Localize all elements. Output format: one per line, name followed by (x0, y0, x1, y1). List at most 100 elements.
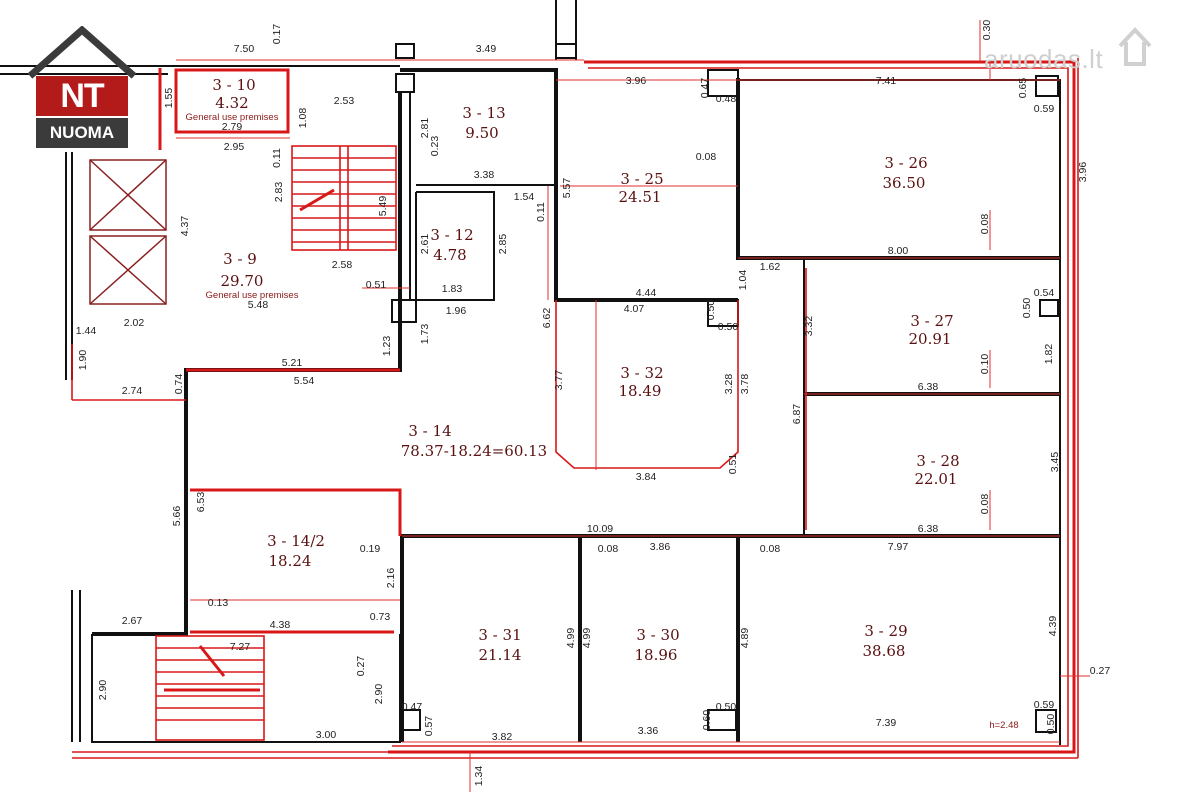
dimension-label: 3.36 (638, 725, 659, 737)
room-area: 18.49 (619, 382, 662, 400)
room-area: 38.68 (863, 642, 906, 660)
staircase-lower (155, 635, 265, 741)
room-area: 36.50 (883, 174, 926, 192)
nt-nuoma-logo: NT NUOMA (26, 26, 138, 150)
room-id: 3 - 29 (864, 622, 907, 640)
dimension-label: 4.99 (565, 628, 577, 649)
dimension-label: 6.38 (918, 381, 939, 393)
dimension-label: 1.90 (77, 350, 89, 371)
dimension-label: 4.38 (270, 619, 291, 631)
dimension-label: 2.90 (97, 680, 109, 701)
dimension-label: 1.23 (381, 336, 393, 357)
dimension-label: 0.50 (705, 300, 717, 321)
room-area: 22.01 (915, 470, 958, 488)
dimension-label: 2.16 (385, 568, 397, 589)
dimension-label: 2.02 (124, 317, 145, 329)
dimension-label: 1.73 (419, 324, 431, 345)
dimension-labels: 7.50 0.17 3.49 0.30 1.55 2.79 2.95 2.53 … (76, 20, 1111, 787)
dimension-label: 7.39 (876, 717, 897, 729)
height-note: h=2.48 (989, 720, 1018, 731)
watermark-house-icon (1118, 27, 1152, 66)
dimension-label: 3.84 (636, 471, 657, 483)
dimension-label: 0.60 (701, 710, 713, 731)
dimension-label: 3.96 (626, 75, 647, 87)
dimension-label: 0.74 (173, 374, 185, 395)
room-id: 3 - 10 (212, 76, 255, 94)
dimension-label: 2.58 (332, 259, 353, 271)
dimension-label: 0.59 (1034, 103, 1055, 115)
dimension-label: 2.67 (122, 615, 143, 627)
dimension-label: 3.00 (316, 729, 337, 741)
room-id: 3 - 14/2 (267, 532, 325, 550)
dimension-label: 5.49 (377, 196, 389, 217)
dimension-label: 0.65 (1017, 78, 1029, 99)
dimension-label: 0.10 (979, 354, 991, 375)
dimension-label: 0.19 (360, 543, 381, 555)
dimension-label: 1.96 (446, 305, 467, 317)
dimension-label: 0.54 (1034, 287, 1055, 299)
dimension-label: 1.62 (760, 261, 781, 273)
dimension-label: 2.95 (224, 141, 245, 153)
dimension-label: 10.09 (587, 523, 613, 535)
dimension-label: 3.49 (476, 43, 497, 55)
dimension-label: 0.23 (429, 136, 441, 157)
dimension-label: 3.45 (1049, 452, 1061, 473)
dimension-label: 5.57 (561, 178, 573, 199)
dimension-label: 3.78 (739, 374, 751, 395)
dimension-label: 5.48 (248, 299, 269, 311)
dimension-label: 4.39 (1047, 616, 1059, 637)
dimension-label: 0.11 (271, 148, 283, 168)
room-area: 18.24 (269, 552, 312, 570)
room-outlines (71, 68, 807, 634)
staircase-upper (291, 145, 397, 251)
dimension-label: 0.27 (1090, 665, 1111, 677)
watermark-text: aruodas.lt (984, 44, 1104, 74)
dimension-label: 2.85 (497, 234, 509, 255)
dimension-label: 6.62 (541, 308, 553, 329)
dimension-label: 3.82 (492, 731, 513, 743)
dimension-label: 0.51 (366, 279, 387, 291)
dimension-label: 0.50 (718, 321, 739, 333)
dimension-label: 4.37 (179, 216, 191, 237)
dimension-label: 1.44 (76, 325, 97, 337)
room-id: 3 - 31 (478, 626, 521, 644)
dimension-label: 6.53 (195, 492, 207, 513)
dimension-label: 0.08 (979, 214, 991, 235)
dimension-label: 2.74 (122, 385, 143, 397)
dimension-label: 0.17 (271, 24, 283, 45)
room-area: 18.96 (635, 646, 678, 664)
room-id: 3 - 13 (462, 104, 505, 122)
dimension-label: 0.08 (598, 543, 619, 555)
room-area: 29.70 (221, 272, 264, 290)
dimension-label: 0.08 (696, 151, 717, 163)
dimension-label: 0.50 (1021, 298, 1033, 319)
room-id: 3 - 14 (408, 422, 451, 440)
room-id: 3 - 27 (910, 312, 953, 330)
room-area: 21.14 (479, 646, 522, 664)
dimension-label: 5.66 (171, 506, 183, 527)
dimension-label: 3.28 (723, 374, 735, 395)
dimension-label: 2.90 (373, 684, 385, 705)
dimension-label: 7.27 (230, 641, 251, 653)
dimension-label: 2.61 (419, 234, 431, 255)
elevator-shafts (89, 159, 167, 305)
room-id: 3 - 30 (636, 626, 679, 644)
dimension-label: 0.08 (979, 494, 991, 515)
dimension-label: 3.32 (803, 316, 815, 337)
dimension-label: 7.50 (234, 43, 255, 55)
room-id: 3 - 12 (430, 226, 473, 244)
dimension-label: 1.54 (514, 191, 535, 203)
dimension-label: 5.54 (294, 375, 315, 387)
room-area: 9.50 (465, 124, 498, 142)
room-id: 3 - 32 (620, 364, 663, 382)
dimension-label: 6.38 (918, 523, 939, 535)
room-id: 3 - 9 (223, 250, 257, 268)
dimension-label: 1.55 (163, 88, 175, 109)
dimension-label: 2.81 (419, 118, 431, 139)
dimension-label: 7.97 (888, 541, 909, 553)
dimension-label: 0.51 (727, 454, 739, 475)
logo-nt-text: NT (36, 76, 128, 116)
dimension-label: 1.04 (737, 270, 749, 291)
room-id: 3 - 28 (916, 452, 959, 470)
room-labels: 3 - 10 4.32 General use premises 3 - 13 … (186, 76, 960, 664)
